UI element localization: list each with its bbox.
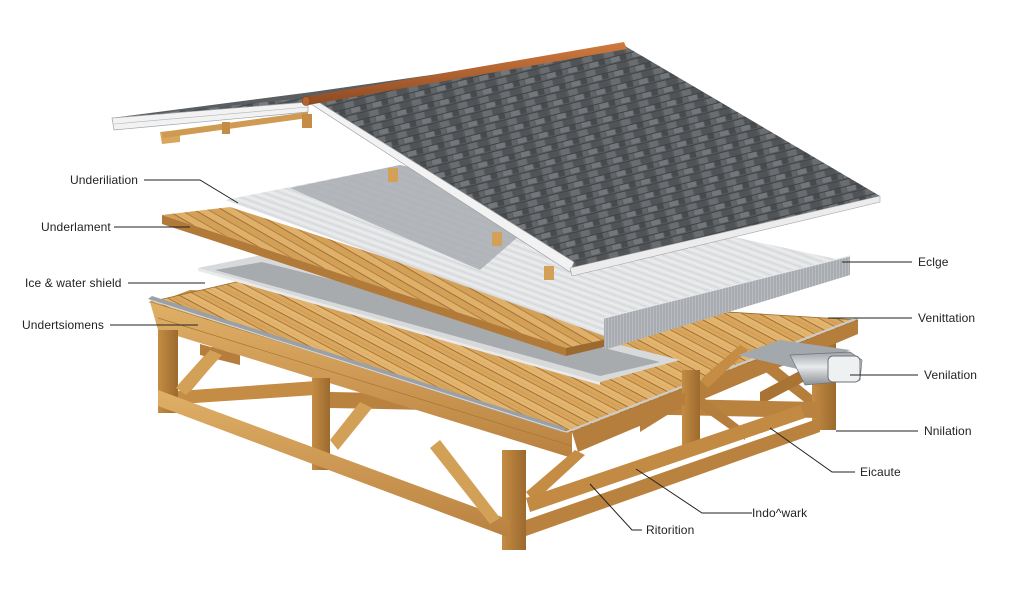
- label-nnilation: Nnilation: [924, 424, 972, 438]
- label-venilation: Venilation: [924, 368, 978, 382]
- label-venittation: Venittation: [918, 311, 976, 325]
- roof-shingles: [111, 42, 881, 280]
- leader-lines: [110, 179, 918, 531]
- label-underiliation: Underiliation: [70, 173, 139, 187]
- label-ice-water-shield: Ice & water shield: [25, 276, 122, 290]
- label-ritorition: Ritorition: [646, 523, 695, 537]
- label-undertsiomens: Undertsiomens: [22, 318, 105, 332]
- vent-duct: [738, 340, 863, 386]
- label-indowark: Indo^wark: [752, 506, 808, 520]
- label-eicaute: Eicaute: [860, 465, 901, 479]
- label-underlament: Underlament: [41, 220, 111, 234]
- label-edge: Eclge: [918, 255, 949, 269]
